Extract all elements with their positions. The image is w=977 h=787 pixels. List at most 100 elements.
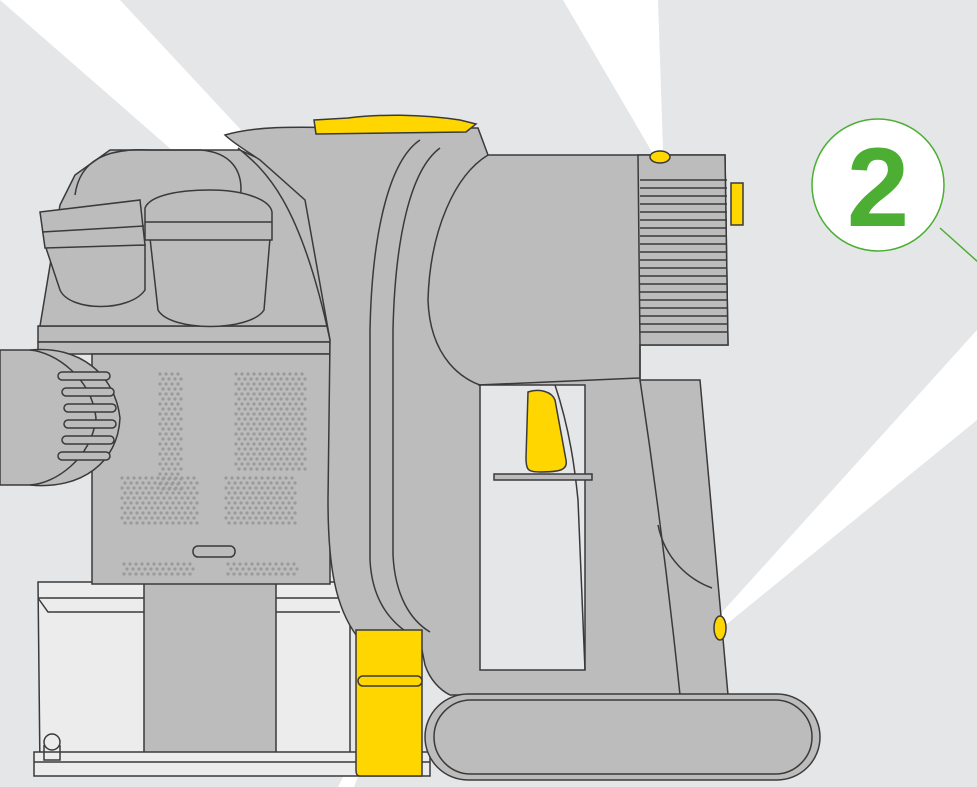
mesh-dot bbox=[156, 506, 159, 509]
mesh-dot bbox=[177, 481, 180, 484]
mesh-dot bbox=[224, 476, 227, 479]
mesh-dot bbox=[167, 437, 170, 440]
mesh-dot bbox=[264, 402, 267, 405]
mesh-dot bbox=[150, 506, 153, 509]
mesh-dot bbox=[291, 467, 294, 470]
mesh-dot bbox=[278, 496, 281, 499]
mesh-dot bbox=[174, 516, 177, 519]
mesh-dot bbox=[230, 476, 233, 479]
mesh-dot bbox=[144, 506, 147, 509]
mesh-dot bbox=[291, 417, 294, 420]
mesh-dot bbox=[303, 457, 306, 460]
mesh-dot bbox=[266, 486, 269, 489]
mesh-dot bbox=[242, 486, 245, 489]
mesh-dot bbox=[164, 422, 167, 425]
mesh-dot bbox=[265, 567, 268, 570]
mesh-dot bbox=[167, 417, 170, 420]
mesh-dot bbox=[227, 491, 230, 494]
mesh-dot bbox=[180, 506, 183, 509]
mesh-dot bbox=[176, 462, 179, 465]
mesh-dot bbox=[173, 437, 176, 440]
mesh-dot bbox=[176, 402, 179, 405]
mesh-dot bbox=[285, 377, 288, 380]
mesh-dot bbox=[168, 506, 171, 509]
mesh-dot bbox=[167, 447, 170, 450]
mesh-dot bbox=[235, 567, 238, 570]
mesh-dot bbox=[195, 521, 198, 524]
mesh-dot bbox=[277, 567, 280, 570]
mesh-dot bbox=[303, 467, 306, 470]
mesh-dot bbox=[183, 481, 186, 484]
mesh-dot bbox=[170, 422, 173, 425]
mesh-dot bbox=[300, 432, 303, 435]
mesh-dot bbox=[297, 437, 300, 440]
mesh-dot bbox=[165, 521, 168, 524]
mesh-dot bbox=[275, 521, 278, 524]
mesh-dot bbox=[288, 462, 291, 465]
mesh-dot bbox=[283, 567, 286, 570]
mesh-dot bbox=[243, 417, 246, 420]
mesh-dot bbox=[239, 491, 242, 494]
mesh-dot bbox=[281, 521, 284, 524]
mesh-dot bbox=[170, 562, 173, 565]
mesh-dot bbox=[274, 572, 277, 575]
mesh-dot bbox=[272, 476, 275, 479]
mesh-dot bbox=[303, 387, 306, 390]
mesh-dot bbox=[288, 442, 291, 445]
mesh-dot bbox=[264, 462, 267, 465]
bin-release-catch[interactable] bbox=[356, 630, 422, 776]
mesh-dot bbox=[251, 491, 254, 494]
mesh-dot bbox=[186, 486, 189, 489]
mesh-dot bbox=[129, 521, 132, 524]
mesh-dot bbox=[153, 501, 156, 504]
mesh-dot bbox=[273, 437, 276, 440]
mesh-dot bbox=[239, 521, 242, 524]
mesh-dot bbox=[158, 572, 161, 575]
mesh-dot bbox=[286, 562, 289, 565]
mesh-dot bbox=[233, 511, 236, 514]
mesh-dot bbox=[153, 511, 156, 514]
mesh-dot bbox=[162, 486, 165, 489]
mesh-dot bbox=[252, 382, 255, 385]
mesh-dot bbox=[293, 501, 296, 504]
mesh-dot bbox=[288, 452, 291, 455]
mesh-dot bbox=[261, 427, 264, 430]
mesh-dot bbox=[271, 567, 274, 570]
mesh-dot bbox=[242, 496, 245, 499]
mesh-dot bbox=[303, 437, 306, 440]
mesh-dot bbox=[237, 427, 240, 430]
mesh-dot bbox=[158, 392, 161, 395]
mesh-dot bbox=[282, 392, 285, 395]
mesh-dot bbox=[246, 452, 249, 455]
mesh-dot bbox=[264, 412, 267, 415]
mesh-dot bbox=[164, 402, 167, 405]
mesh-dot bbox=[179, 437, 182, 440]
mesh-dot bbox=[186, 506, 189, 509]
mesh-dot bbox=[164, 472, 167, 475]
mesh-dot bbox=[251, 521, 254, 524]
mesh-dot bbox=[255, 397, 258, 400]
mesh-dot bbox=[293, 511, 296, 514]
mesh-dot bbox=[170, 402, 173, 405]
mesh-dot bbox=[238, 562, 241, 565]
mesh-dot bbox=[234, 432, 237, 435]
mesh-dot bbox=[173, 457, 176, 460]
mesh-dot bbox=[240, 392, 243, 395]
mesh-dot bbox=[239, 511, 242, 514]
mesh-dot bbox=[288, 422, 291, 425]
mesh-dot bbox=[246, 462, 249, 465]
mesh-dot bbox=[303, 377, 306, 380]
charge-indicator bbox=[714, 616, 726, 640]
mesh-dot bbox=[300, 392, 303, 395]
mesh-dot bbox=[297, 467, 300, 470]
mesh-dot bbox=[294, 452, 297, 455]
mesh-dot bbox=[168, 486, 171, 489]
mesh-dot bbox=[177, 491, 180, 494]
mesh-dot bbox=[134, 572, 137, 575]
mesh-dot bbox=[254, 496, 257, 499]
mesh-dot bbox=[246, 442, 249, 445]
mesh-dot bbox=[279, 387, 282, 390]
mesh-dot bbox=[237, 387, 240, 390]
mesh-dot bbox=[270, 462, 273, 465]
mesh-dot bbox=[174, 506, 177, 509]
